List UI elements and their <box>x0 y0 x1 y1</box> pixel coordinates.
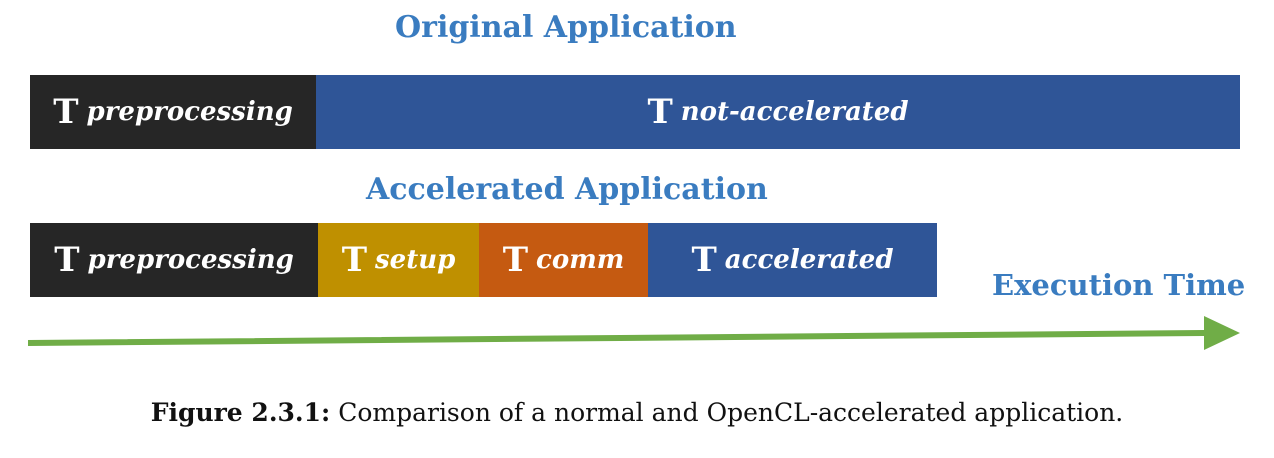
segment-t-symbol: T <box>647 92 673 132</box>
segment-label: comm <box>536 245 625 275</box>
execution-time-label: Execution Time <box>992 268 1246 302</box>
segment-label: preprocessing <box>86 97 293 127</box>
segment-setup: T setup <box>318 223 479 297</box>
caption-text: Comparison of a normal and OpenCL-accele… <box>330 398 1124 427</box>
figure-caption: Figure 2.3.1: Comparison of a normal and… <box>0 398 1274 427</box>
segment-label: setup <box>375 245 456 275</box>
execution-time-arrow <box>28 316 1240 350</box>
segment-label: accelerated <box>724 245 894 275</box>
accelerated-application-bar: T preprocessing T setup T comm T acceler… <box>30 223 937 297</box>
segment-accelerated: T accelerated <box>648 223 937 297</box>
segment-t-symbol: T <box>502 240 529 280</box>
arrow-shape <box>28 316 1240 350</box>
segment-comm: T comm <box>479 223 648 297</box>
segment-not-accelerated: T not-accelerated <box>316 75 1240 149</box>
original-application-title: Original Application <box>395 10 737 45</box>
segment-t-symbol: T <box>53 92 79 132</box>
segment-label: preprocessing <box>87 245 294 275</box>
segment-label: not-accelerated <box>680 97 909 127</box>
segment-t-symbol: T <box>54 240 80 280</box>
segment-preprocessing: T preprocessing <box>30 75 316 149</box>
caption-label: Figure 2.3.1: <box>150 398 331 427</box>
segment-preprocessing: T preprocessing <box>30 223 318 297</box>
segment-t-symbol: T <box>691 240 717 280</box>
accelerated-application-title: Accelerated Application <box>366 172 768 207</box>
original-application-bar: T preprocessing T not-accelerated <box>30 75 1240 149</box>
segment-t-symbol: T <box>341 240 368 280</box>
